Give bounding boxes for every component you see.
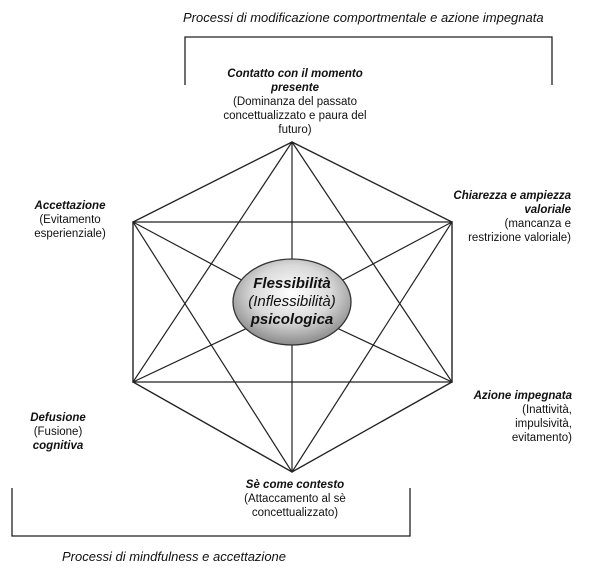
node-upper-right-sub-1: (mancanza e [504,218,571,230]
node-lower-right-sub-1: (Inattività, [522,404,572,416]
node-lower-right-sub-3: evitamento) [511,432,572,444]
node-lower-left: Defusione (Fusione) cognitiva [8,411,108,453]
node-upper-right-title-1: Chiarezza e ampiezza [453,190,571,202]
node-top-sub-2: concettualizzato e paura del [223,110,367,122]
node-upper-left: Accettazione (Evitamento esperienziale) [15,199,125,241]
node-top-title-1: Contatto con il momento [227,68,363,80]
node-upper-left-title-1: Accettazione [34,200,106,212]
node-bottom: Sè come contesto (Attaccamento al sè con… [205,478,385,520]
node-upper-left-sub-2: esperienziale) [34,228,106,240]
node-bottom-sub-2: concettualizzato) [251,507,339,519]
node-top-sub-3: futuro) [278,124,312,136]
node-upper-right-title-2: valoriale [524,204,571,216]
node-lower-right: Azione impegnata (Inattività, impulsivit… [440,389,572,445]
center-label-line2: (Inflessibilità) [248,293,336,310]
node-lower-left-title-1: Defusione [30,412,86,424]
node-lower-right-title-1: Azione impegnata [473,390,572,402]
top-bracket [184,36,553,85]
bottom-bracket [11,488,411,537]
top-caption: Processi di modificazione comportmentale… [183,10,544,25]
node-top-title-2: presente [271,82,319,94]
node-lower-left-title-2: cognitiva [32,440,84,452]
node-bottom-title-1: Sè come contesto [245,479,345,491]
node-lower-right-sub-2: impulsività, [515,418,572,430]
node-lower-left-sub-1: (Fusione) [33,426,83,438]
node-upper-right: Chiarezza e ampiezza valoriale (mancanza… [420,189,571,245]
node-bottom-sub-1: (Attaccamento al sè [244,493,346,505]
node-upper-left-sub-1: (Evitamento [39,214,101,226]
center-ellipse [232,258,352,346]
bottom-caption: Processi di mindfulness e accettazione [62,549,287,564]
node-top-sub-1: (Dominanza del passato [232,96,357,108]
node-upper-right-sub-2: restrizione valoriale) [468,232,571,244]
center-label: Flessibilità (Inflessibilità) psicologic… [232,275,352,329]
center-label-line1: Flessibilità [253,275,331,292]
node-top: Contatto con il momento presente (Domina… [195,67,395,137]
center-label-line3: psicologica [250,311,334,328]
